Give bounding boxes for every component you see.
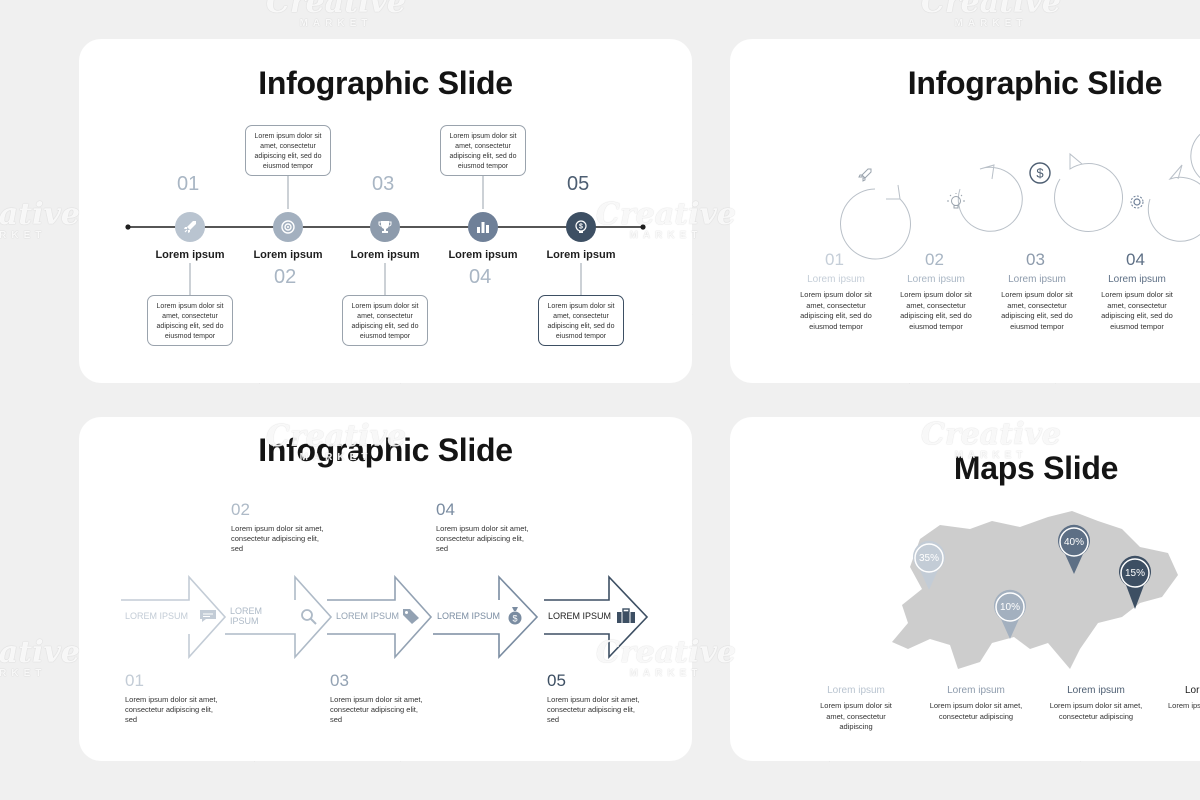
step-label-03: Lorem ipsum xyxy=(1008,274,1066,285)
map-pin-value-40: 40% xyxy=(1064,537,1085,548)
rocket-icon xyxy=(857,167,873,188)
step-text-01: Lorem ipsum dolor sit amet, consectetur … xyxy=(800,290,872,331)
chat-icon xyxy=(198,608,218,629)
arrow-label-02: LOREM IPSUM xyxy=(230,606,263,626)
gear-icon xyxy=(1128,193,1146,216)
step-number-03: 03 xyxy=(1026,250,1045,269)
slide-title: Infographic Slide xyxy=(258,432,513,468)
map-column-label-1: Lorem ipsum xyxy=(827,685,885,696)
step-text-05: Lorem ipsum dolor sit amet, consectetur … xyxy=(547,695,640,724)
slide-title: Maps Slide xyxy=(953,450,1119,486)
step-number-04: 04 xyxy=(436,500,455,519)
step-label-03: Lorem ipsum xyxy=(350,249,420,261)
step-circle-04 xyxy=(468,212,498,242)
slide-title: Infographic Slide xyxy=(258,65,513,101)
step-number-05: 05 xyxy=(567,173,590,195)
arrow-label-04: LOREM IPSUM xyxy=(437,611,501,621)
lightbulb-icon xyxy=(947,193,965,216)
map-pin-40 xyxy=(1058,524,1090,574)
bar-chart-icon xyxy=(475,219,491,235)
slide-title: Infographic Slide xyxy=(907,65,1163,101)
step-circle-01 xyxy=(175,212,205,242)
step-label-04: Lorem ipsum xyxy=(1108,274,1166,285)
map-column-label-2: Lorem ipsum xyxy=(947,685,1005,696)
step-number-02: 02 xyxy=(274,266,297,288)
money-bulb-icon: $ xyxy=(573,219,589,235)
step-number-04: 04 xyxy=(1126,250,1145,269)
step-number-04: 04 xyxy=(469,266,492,288)
step-number-05: 05 xyxy=(547,671,566,690)
arrow-label-03: LOREM IPSUM xyxy=(336,611,400,621)
svg-text:$: $ xyxy=(579,224,583,231)
step-text-04: Lorem ipsum dolor sit amet, consectetur … xyxy=(1101,290,1173,331)
step-number-01: 01 xyxy=(177,173,200,195)
step-text-03: Lorem ipsum dolor sit amet, consectetur … xyxy=(330,695,423,724)
briefcase-icon xyxy=(616,608,636,629)
map-pin-value-15: 15% xyxy=(1125,568,1146,579)
step-label-01: Lorem ipsum xyxy=(155,249,225,261)
step-number-02: 02 xyxy=(925,250,944,269)
step-text-box-04: Lorem ipsum dolor sit amet, consectetur … xyxy=(440,125,526,176)
svg-text:$: $ xyxy=(512,614,517,624)
slide-card-map: Maps Slide 35% 40% 10% 15% Lorem ipsum L… xyxy=(730,417,1200,761)
step-label-01: Lorem ipsum xyxy=(807,274,865,285)
map-pin-35 xyxy=(913,540,945,590)
step-number-03: 03 xyxy=(330,671,349,690)
step-number-01: 01 xyxy=(125,671,144,690)
step-label-02: Lorem ipsum xyxy=(907,274,965,285)
map-column-text-4: Lorem ipsum xyxy=(1168,701,1200,710)
step-text-04: Lorem ipsum dolor sit amet, consectetur … xyxy=(436,524,529,553)
step-label-05: Lorem ipsum xyxy=(546,249,616,261)
slide-card-circular-arrows: Infographic Slide $ 01 02 03 04 Lorem ip… xyxy=(730,39,1200,383)
trophy-icon xyxy=(377,219,393,235)
search-icon xyxy=(300,608,318,631)
step-text-02: Lorem ipsum dolor sit amet, consectetur … xyxy=(231,524,324,553)
slide-card-arrows-process: Infographic Slide LOREM IPSUM LOREM IPSU… xyxy=(79,417,692,761)
step-circle-03 xyxy=(370,212,400,242)
step-label-02: Lorem ipsum xyxy=(253,249,323,261)
step-text-box-03: Lorem ipsum dolor sit amet, consectetur … xyxy=(342,295,428,346)
step-text-box-02: Lorem ipsum dolor sit amet, consectetur … xyxy=(245,125,331,176)
slide-card-timeline: Infographic Slide 01 02 03 04 05 $ Lorem… xyxy=(79,39,692,383)
rocket-icon xyxy=(182,219,198,235)
map-column-text-3: Lorem ipsum dolor sit amet, consectetur … xyxy=(1049,701,1143,721)
svg-text:$: $ xyxy=(1036,166,1044,181)
step-text-box-05: Lorem ipsum dolor sit amet, consectetur … xyxy=(538,295,624,346)
step-text-box-01: Lorem ipsum dolor sit amet, consectetur … xyxy=(147,295,233,346)
map-column-label-4: Lor xyxy=(1185,685,1200,696)
step-number-01: 01 xyxy=(825,250,844,269)
step-number-02: 02 xyxy=(231,500,250,519)
step-label-04: Lorem ipsum xyxy=(448,249,518,261)
step-circle-05: $ xyxy=(566,212,596,242)
tag-icon xyxy=(401,607,421,630)
map-pin-value-35: 35% xyxy=(919,553,940,564)
step-text-01: Lorem ipsum dolor sit amet, consectetur … xyxy=(125,695,218,724)
dollar-icon: $ xyxy=(1028,161,1052,190)
map-column-text-2: Lorem ipsum dolor sit amet, consectetur … xyxy=(929,701,1023,721)
map-pin-10 xyxy=(994,589,1026,639)
circular-arrows-graphic xyxy=(840,133,1200,260)
money-bag-icon: $ xyxy=(506,605,524,630)
process-arrows xyxy=(121,574,649,660)
step-circle-02 xyxy=(273,212,303,242)
step-text-02: Lorem ipsum dolor sit amet, consectetur … xyxy=(900,290,972,331)
map-pin-15 xyxy=(1119,555,1151,609)
step-text-03: Lorem ipsum dolor sit amet, consectetur … xyxy=(1001,290,1073,331)
step-number-03: 03 xyxy=(372,173,395,195)
arrow-label-05: LOREM IPSUM xyxy=(548,611,612,621)
map-pin-value-10: 10% xyxy=(1000,602,1021,613)
map-column-label-3: Lorem ipsum xyxy=(1067,685,1125,696)
arrow-label-01: LOREM IPSUM xyxy=(125,611,189,621)
switzerland-map xyxy=(892,511,1178,669)
map-column-text-1: Lorem ipsum dolor sit amet, consectetur … xyxy=(820,701,892,731)
target-icon xyxy=(280,219,296,235)
